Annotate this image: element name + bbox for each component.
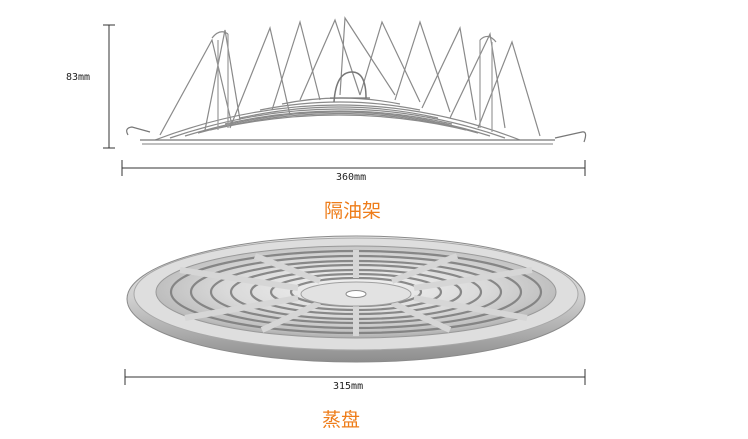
rack-height-label: 83mm bbox=[66, 72, 91, 83]
rack-width-dimension bbox=[121, 160, 586, 176]
rack-height-dimension bbox=[103, 24, 115, 149]
rack-width-label: 360mm bbox=[336, 172, 367, 183]
steaming-tray-illustration bbox=[126, 235, 586, 363]
tray-caption: 蒸盘 bbox=[322, 409, 361, 431]
wire-rack-illustration bbox=[126, 16, 587, 145]
tray-width-dimension bbox=[124, 369, 586, 385]
rack-caption: 隔油架 bbox=[324, 200, 382, 222]
tray-width-label: 315mm bbox=[333, 381, 364, 392]
